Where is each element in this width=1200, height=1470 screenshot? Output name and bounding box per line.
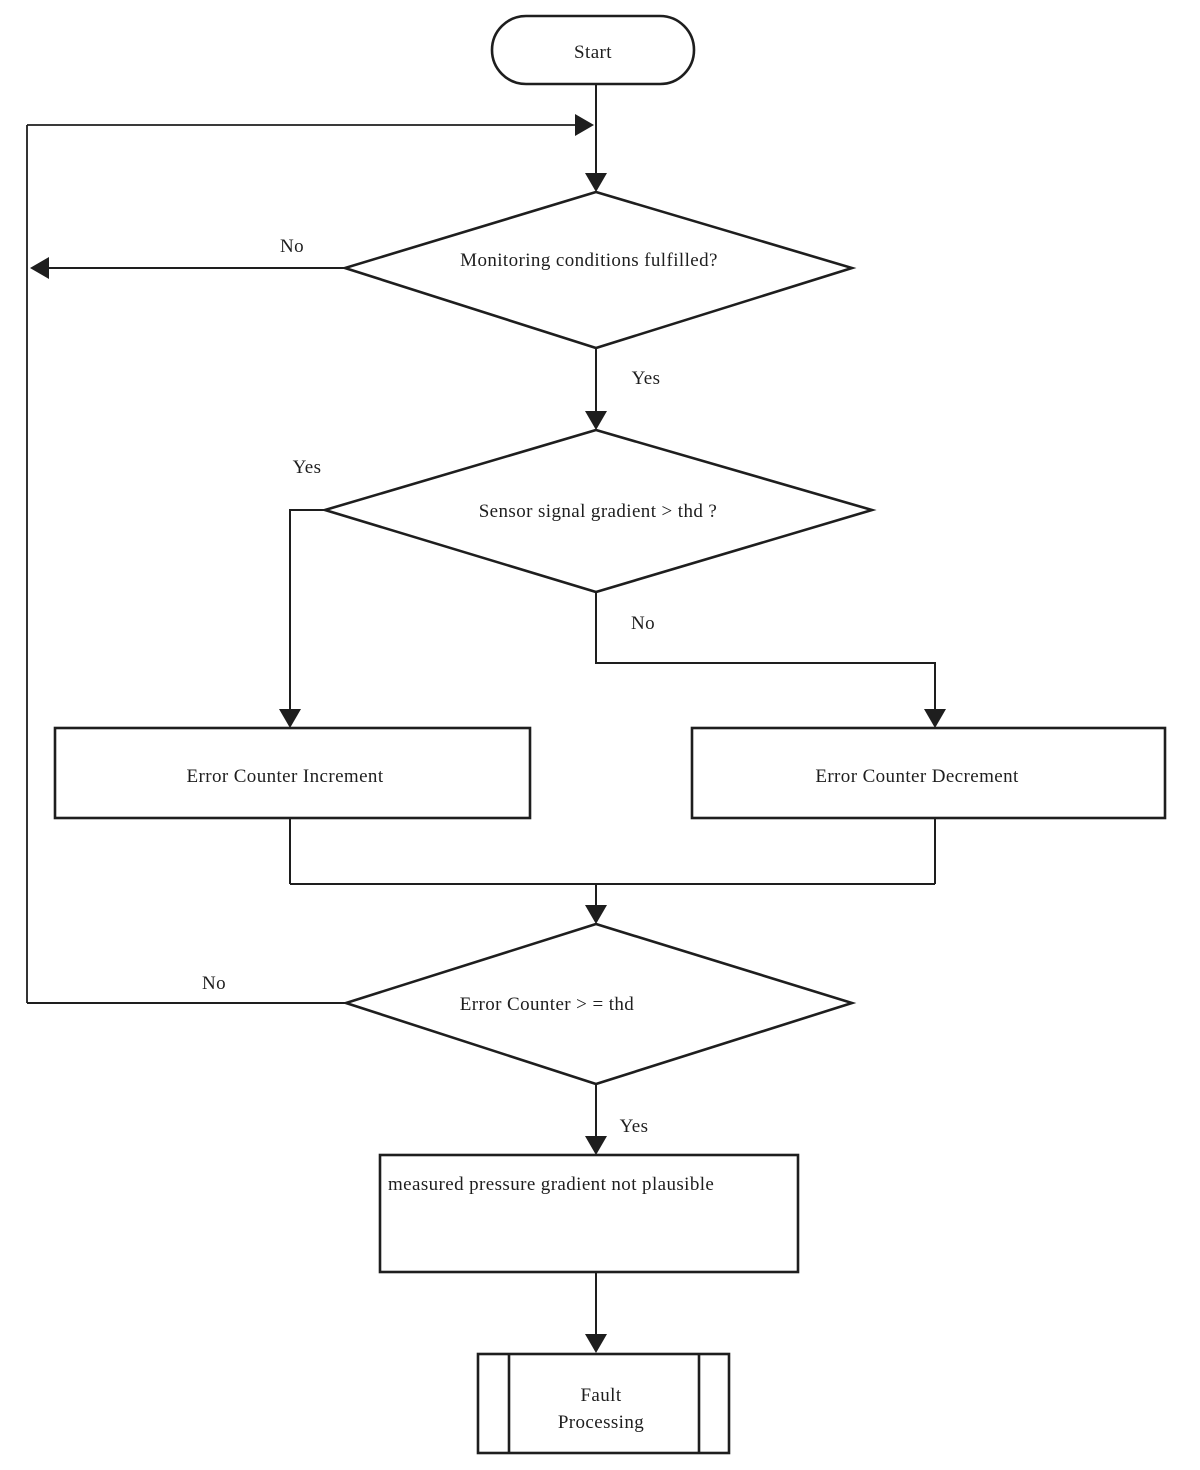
edge-gradient-no [595, 592, 936, 710]
plausibility-process-node [378, 1153, 800, 1274]
monitoring-decision-label: Monitoring conditions fulfilled? [460, 250, 718, 271]
increment-process-label: Error Counter Increment [186, 766, 383, 787]
fault-processing-node [476, 1352, 731, 1455]
counter-decision-label: Error Counter > = thd [460, 994, 635, 1015]
counter-no-label: No [202, 973, 226, 994]
counter-decision-node [341, 922, 857, 1086]
arrowhead-into-monitoring-decision [585, 173, 607, 192]
arrowhead-into-counter-decision [585, 905, 607, 924]
gradient-decision-node [320, 428, 877, 594]
start-label: Start [574, 42, 612, 63]
arrowhead-into-plausibility [585, 1136, 607, 1155]
decrement-process-node [690, 726, 1167, 820]
fault-processing-label-line1: Fault [580, 1385, 621, 1406]
start-node [490, 14, 696, 86]
gradient-no-label: No [631, 613, 655, 634]
arrowhead-monitoring-no [30, 257, 49, 279]
counter-yes-label: Yes [620, 1116, 649, 1137]
arrowhead-feedback-merge [575, 114, 594, 136]
arrowhead-into-decrement [924, 709, 946, 728]
monitoring-no-label: No [280, 236, 304, 257]
arrowhead-into-fault-processing [585, 1334, 607, 1353]
gradient-decision-label: Sensor signal gradient > thd ? [479, 501, 718, 522]
decrement-process-label: Error Counter Decrement [815, 766, 1019, 787]
edge-gradient-yes [289, 509, 325, 710]
increment-process-node [53, 726, 532, 820]
fault-processing-label-line2: Processing [558, 1412, 644, 1433]
plausibility-process-label: measured pressure gradient not plausible [388, 1174, 714, 1195]
arrowhead-into-gradient-decision [585, 411, 607, 430]
monitoring-yes-label: Yes [632, 368, 661, 389]
monitoring-decision-node [340, 190, 857, 350]
arrowhead-into-increment [279, 709, 301, 728]
gradient-yes-label: Yes [293, 457, 322, 478]
